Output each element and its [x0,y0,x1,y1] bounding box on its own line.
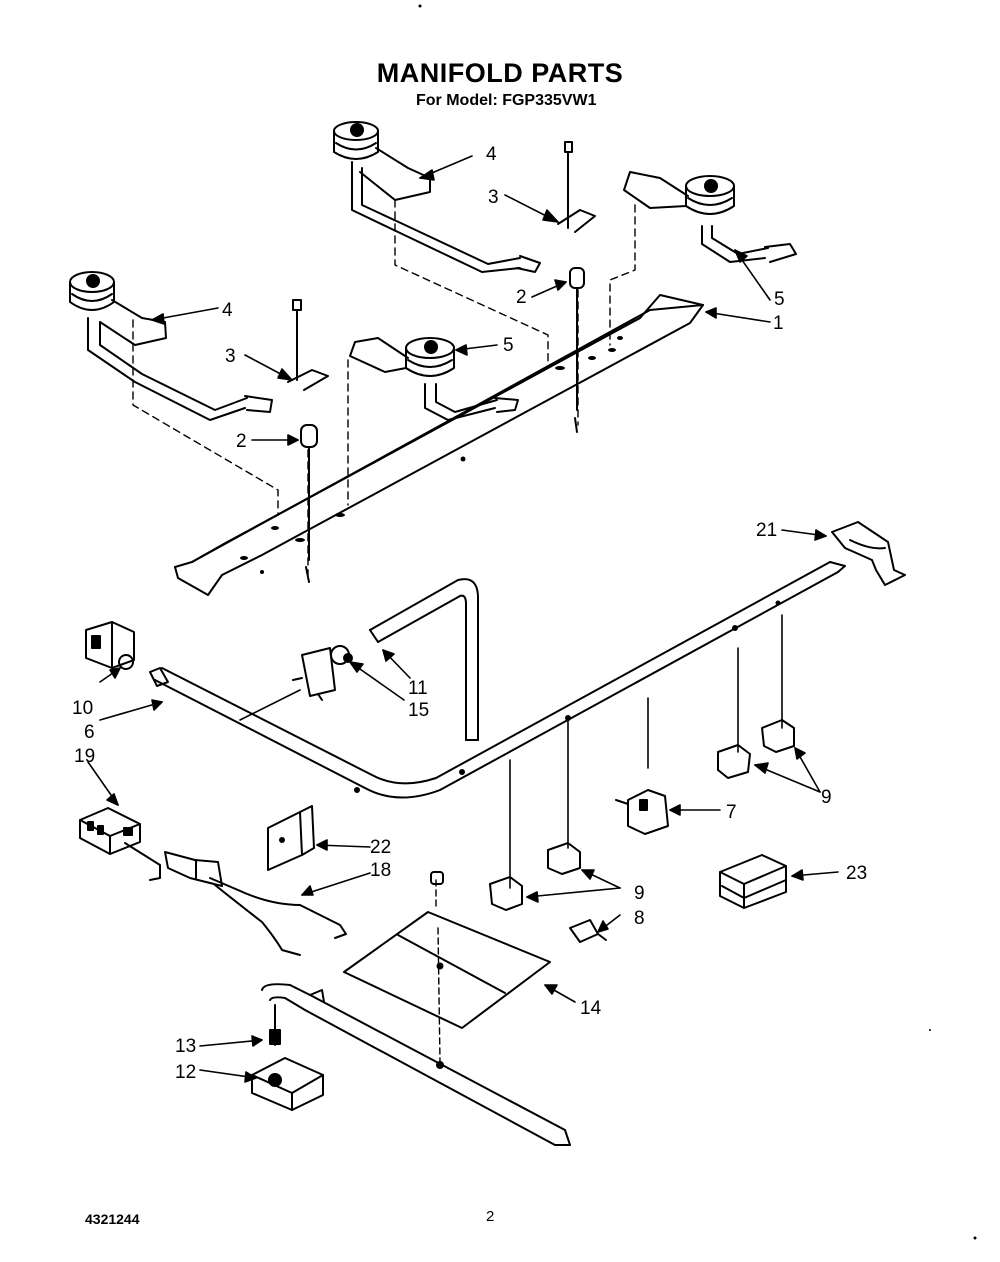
spark-module-19 [79,807,161,881]
valve-7 [615,789,669,835]
callout-7: 7 [726,802,737,823]
callout-9: 9 [821,787,832,808]
callout-13: 13 [175,1036,196,1057]
callout-3: 3 [488,187,499,208]
callout-3: 3 [225,346,236,367]
callout-8: 8 [634,908,645,929]
thermostat-valve [292,645,353,701]
valve-risers [239,614,783,889]
valve-fittings-9 [489,719,795,911]
heat-shield-14 [343,871,551,1063]
fasteners-upper [287,141,596,583]
callout-2: 2 [516,287,527,308]
callout-2: 2 [236,431,247,452]
mounting-bracket-21 [831,521,906,586]
orifice-8 [569,919,607,943]
callout-19: 19 [74,746,95,767]
burner-assembly-upper [333,121,541,273]
burner-assembly-right [623,171,797,263]
callout-5: 5 [503,335,514,356]
page-number: 2 [486,1208,495,1225]
callout-21: 21 [756,520,777,541]
callout-leaders [87,155,839,1083]
callout-11: 11 [408,678,428,699]
manifold-pipe [149,561,846,799]
wire-harness-18 [164,851,347,956]
callout-15: 15 [408,700,429,721]
callout-10: 10 [72,698,93,719]
bracket-plate-22 [267,805,315,871]
model-subtitle: For Model: FGP335VW1 [416,92,597,109]
callout-6: 6 [84,722,95,743]
callout-22: 22 [370,837,391,858]
callout-18: 18 [370,860,391,881]
igniter-assembly [251,1004,324,1111]
document-number: 4321244 [85,1211,140,1227]
component-box-23 [719,854,787,909]
callout-5: 5 [774,289,785,310]
callout-labels: 1 2 2 3 3 4 4 5 5 6 7 8 9 9 10 11 12 13 … [72,144,867,1083]
callout-1: 1 [773,313,784,334]
callout-14: 14 [580,998,602,1019]
burner-assembly-left [69,271,273,421]
callout-12: 12 [175,1062,196,1083]
page-title: MANIFOLD PARTS [376,58,624,88]
burner-assembly-middle [349,337,519,421]
callout-9: 9 [634,883,645,904]
regulator [85,621,135,670]
callout-4: 4 [222,300,233,321]
manifold-bracket [174,294,704,596]
oven-burner-tube [261,983,571,1146]
callout-4: 4 [486,144,497,165]
scan-specks [418,4,977,1240]
gas-supply-tube [369,578,479,741]
callout-23: 23 [846,863,867,884]
